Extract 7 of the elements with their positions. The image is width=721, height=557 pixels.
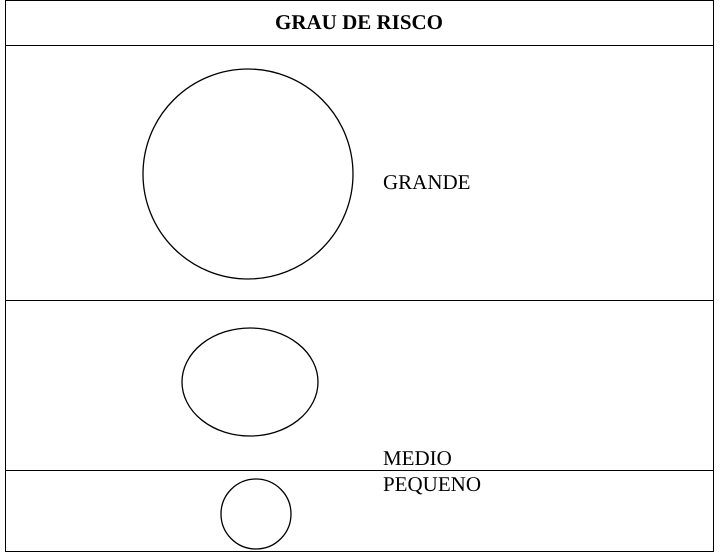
risk-level-label: MEDIO	[383, 448, 452, 469]
risk-circle	[220, 478, 292, 550]
risk-level-label: PEQUENO	[383, 474, 481, 495]
risk-circle	[181, 327, 319, 437]
risk-circle	[142, 68, 354, 280]
risk-level-label: GRANDE	[383, 172, 470, 193]
table-title: GRAU DE RISCO	[274, 12, 444, 33]
